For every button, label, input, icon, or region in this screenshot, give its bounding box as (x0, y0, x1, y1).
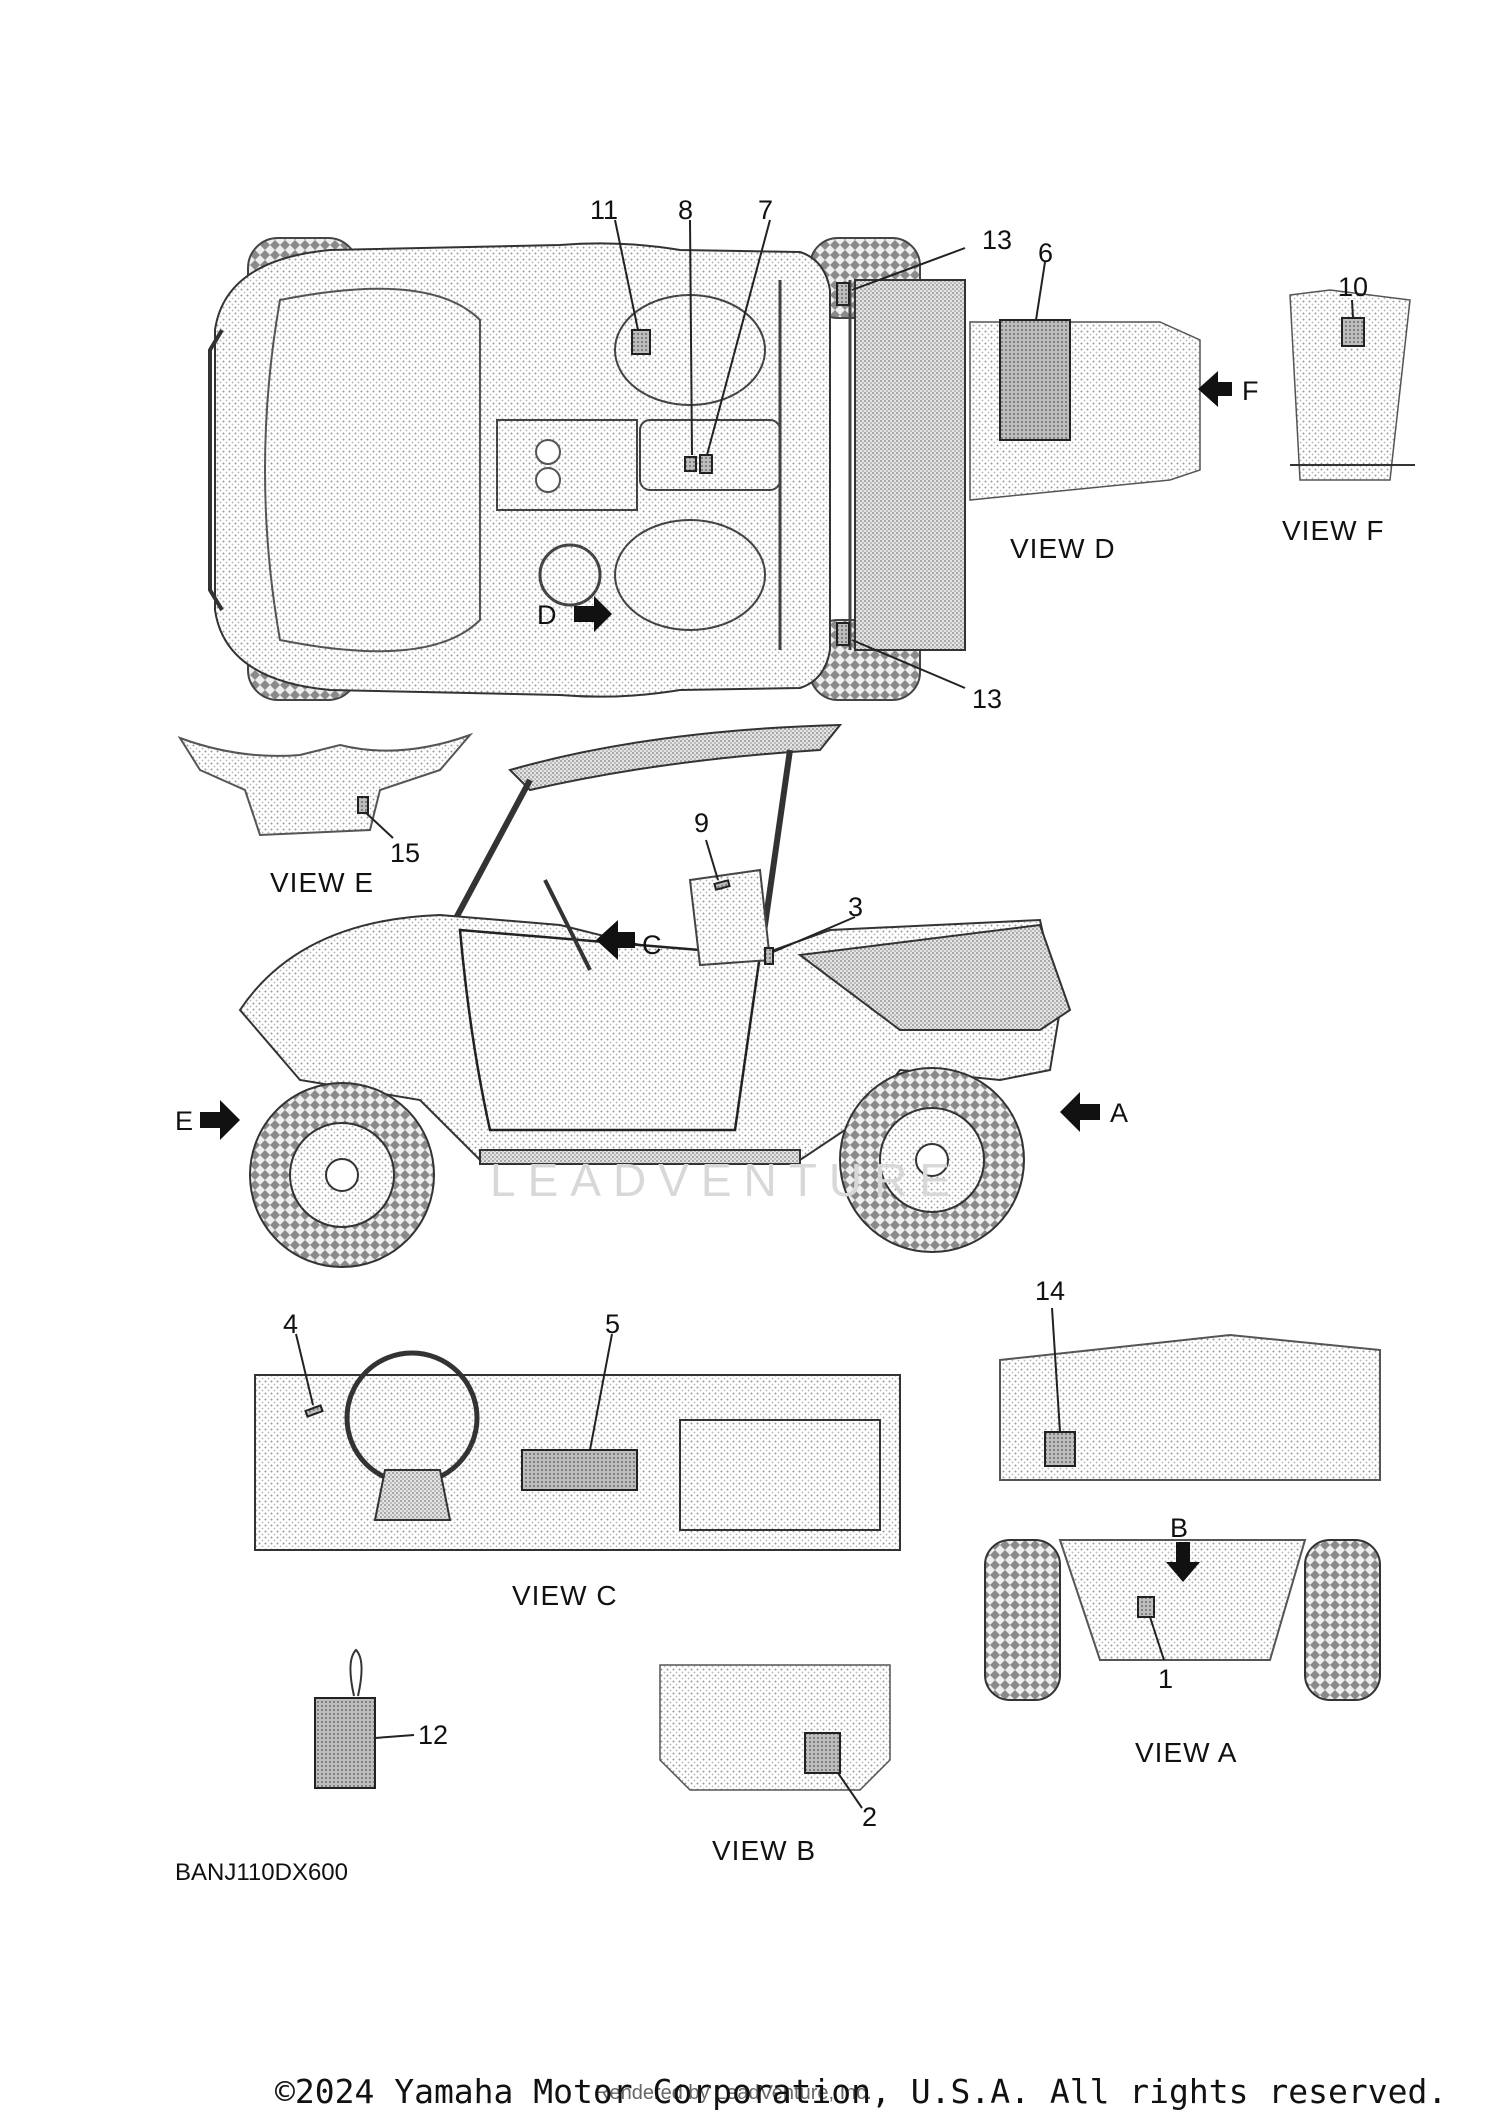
callout-3: 3 (848, 892, 863, 922)
callout-6: 6 (1038, 238, 1053, 268)
callout-8: 8 (678, 195, 693, 225)
watermark: LEADVENTURE (490, 1154, 962, 1206)
view-e-detail (177, 732, 474, 839)
top-view-vehicle (208, 219, 966, 701)
part-code: BANJ110DX600 (175, 1859, 348, 1886)
view-d-detail (969, 261, 1232, 501)
side-view-vehicle (200, 723, 1100, 1268)
callout-1: 1 (1158, 1664, 1173, 1694)
view-e-title: VIEW E (270, 867, 374, 898)
rendered-by-text: Rendered by LeadVenture, Inc. (595, 2082, 872, 2104)
arrow-label-d: D (537, 600, 557, 630)
arrow-label-e: E (175, 1106, 193, 1136)
view-a-detail (984, 1307, 1381, 1701)
view-f-title: VIEW F (1282, 515, 1384, 546)
callout-13-bottom: 13 (972, 684, 1002, 714)
hang-tag (314, 1648, 415, 1789)
callout-10: 10 (1338, 272, 1368, 302)
callout-5: 5 (605, 1309, 620, 1339)
copyright-text: ©2024 Yamaha Motor Corporation, U.S.A. A… (275, 2072, 1448, 2111)
view-f-detail (1289, 289, 1415, 481)
view-c-detail (254, 1333, 901, 1551)
arrow-label-a: A (1110, 1098, 1128, 1128)
callout-4: 4 (283, 1309, 298, 1339)
view-d-title: VIEW D (1010, 533, 1116, 564)
callout-12: 12 (418, 1720, 448, 1750)
view-a-title: VIEW A (1135, 1737, 1237, 1768)
callout-11: 11 (590, 195, 618, 225)
callout-15: 15 (390, 838, 420, 868)
callout-2: 2 (862, 1802, 877, 1832)
arrow-label-f: F (1242, 376, 1259, 406)
arrow-label-b: B (1170, 1513, 1188, 1543)
callout-7: 7 (758, 195, 773, 225)
callout-14: 14 (1035, 1276, 1065, 1306)
callout-13-top: 13 (982, 225, 1012, 255)
arrow-label-c: C (642, 930, 662, 960)
view-b-detail (659, 1664, 891, 1809)
callout-9: 9 (694, 808, 709, 838)
view-b-title: VIEW B (712, 1835, 816, 1866)
view-c-title: VIEW C (512, 1580, 618, 1611)
